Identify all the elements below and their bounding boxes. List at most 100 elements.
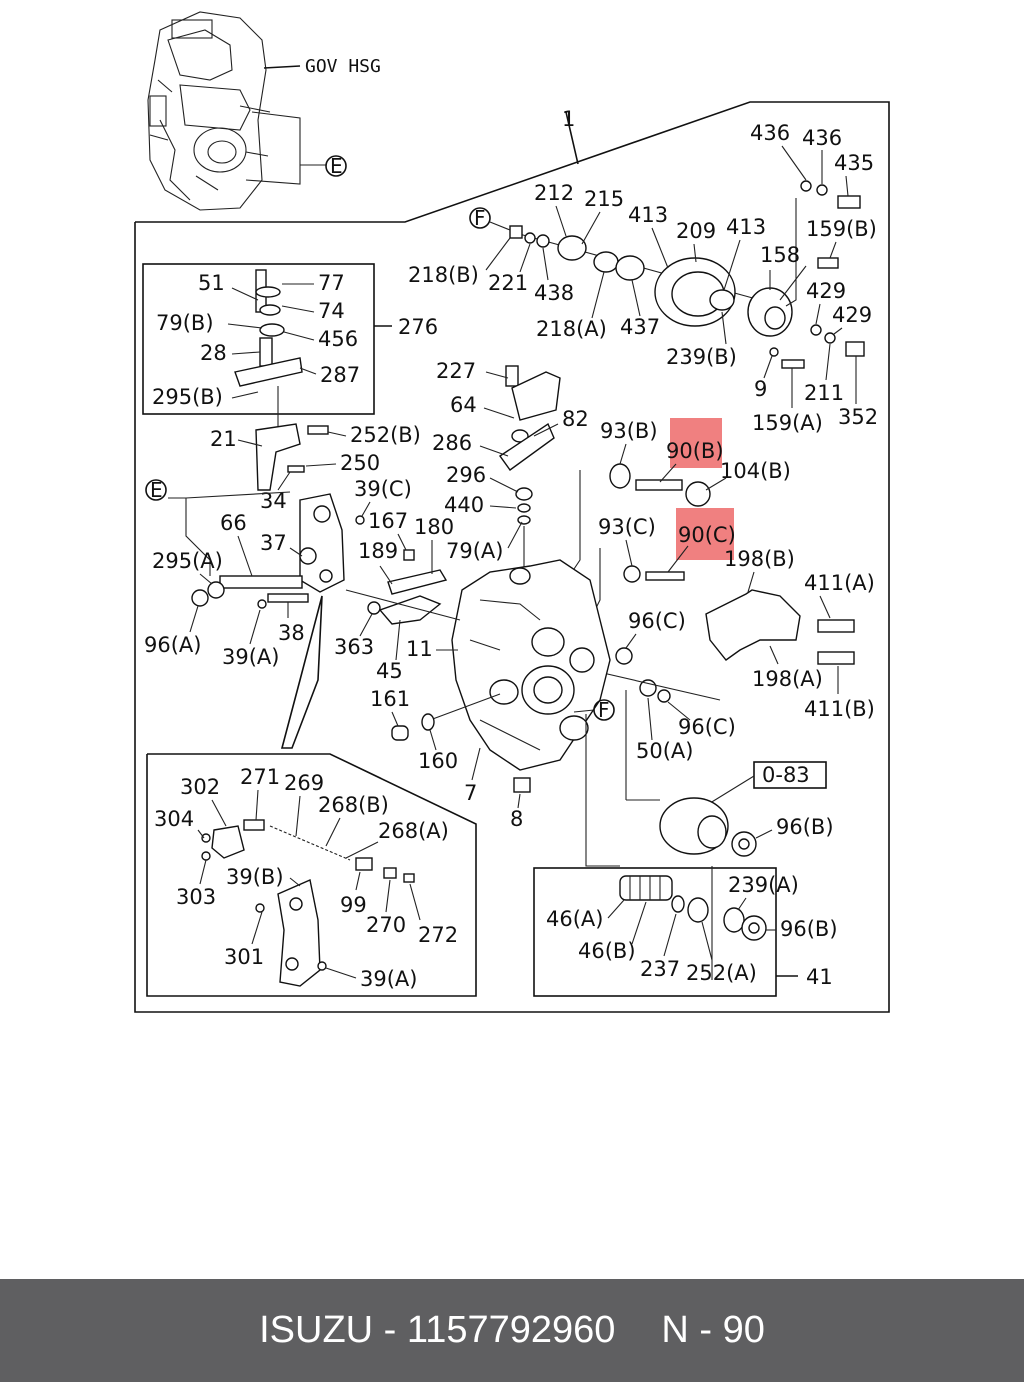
label-437: 437	[620, 315, 660, 339]
label-8: 8	[510, 807, 523, 831]
label-209: 209	[676, 219, 716, 243]
label-413a: 413	[628, 203, 668, 227]
label-212: 212	[534, 181, 574, 205]
label-51: 51	[198, 271, 225, 295]
label-96b1: 96(B)	[776, 815, 834, 839]
label-435: 435	[834, 151, 874, 175]
label-45: 45	[376, 659, 403, 683]
label-302: 302	[180, 775, 220, 799]
label-301: 301	[224, 945, 264, 969]
highlight-90c	[676, 508, 734, 560]
label-429a: 429	[806, 279, 846, 303]
label-215: 215	[584, 187, 624, 211]
label-96b2: 96(B)	[780, 917, 838, 941]
label-90b: 90(B)	[666, 439, 724, 463]
left-linkage: 21 252(B) 250 34 39(C) 167 180 66 37 189…	[144, 423, 461, 749]
label-96c1: 96(C)	[628, 609, 686, 633]
label-438: 438	[534, 281, 574, 305]
label-198a: 198(A)	[752, 667, 823, 691]
label-436a: 436	[750, 121, 790, 145]
label-286: 286	[432, 431, 472, 455]
label-180: 180	[414, 515, 454, 539]
label-50a: 50(A)	[636, 739, 693, 763]
highlight-90b	[670, 418, 722, 468]
label-74: 74	[318, 299, 345, 323]
label-189: 189	[358, 539, 398, 563]
exploded-parts-diagram: GOV HSG E 1 51 77 74 79(B) 456 276 28 28	[134, 11, 890, 1013]
ref-e-left: E	[150, 478, 163, 502]
ref-f-upper: F	[474, 206, 486, 230]
label-79b: 79(B)	[156, 311, 214, 335]
label-363: 363	[334, 635, 374, 659]
label-440: 440	[444, 493, 484, 517]
label-218a: 218(A)	[536, 317, 607, 341]
lever-parts: 227 64 82 286 296 440 79(A)	[432, 359, 589, 570]
label-28: 28	[200, 341, 227, 365]
label-64: 64	[450, 393, 477, 417]
label-46a: 46(A)	[546, 907, 603, 931]
label-268b: 268(B)	[318, 793, 389, 817]
label-211: 211	[804, 381, 844, 405]
label-272: 272	[418, 923, 458, 947]
subassembly-lower-left: 302 271 269 268(B) 304 268(A) 303 39(B) …	[146, 753, 477, 997]
label-41: 41	[806, 965, 833, 989]
footer-page-ref: N - 90	[661, 1309, 765, 1351]
label-39a2: 39(A)	[360, 967, 417, 991]
label-11: 11	[406, 637, 433, 661]
label-269: 269	[284, 771, 324, 795]
damper-parts: 0-83 96(B)	[659, 761, 834, 857]
label-436b: 436	[802, 126, 842, 150]
footer-part-number: ISUZU - 1157792960	[259, 1309, 616, 1351]
subassembly-41: 46(A) 46(B) 237 252(A) 41 239(A) 96(B)	[533, 866, 838, 997]
label-39a1: 39(A)	[222, 645, 279, 669]
right-center-parts: 93(B) 90(B) 104(B) 93(C) 90(C) 198(B) 41…	[559, 418, 875, 763]
pump-thumbnail: GOV HSG E	[147, 11, 381, 211]
label-429b: 429	[832, 303, 872, 327]
label-159b: 159(B)	[806, 217, 877, 241]
label-90c: 90(C)	[678, 523, 736, 547]
label-276: 276	[398, 315, 438, 339]
label-99: 99	[340, 893, 367, 917]
label-252a: 252(A)	[686, 961, 757, 985]
label-198b: 198(B)	[724, 547, 795, 571]
label-161: 161	[370, 687, 410, 711]
label-158: 158	[760, 243, 800, 267]
label-296: 296	[446, 463, 486, 487]
label-303: 303	[176, 885, 216, 909]
ref-f-housing: F	[598, 698, 610, 722]
label-104b: 104(B)	[720, 459, 791, 483]
label-159a: 159(A)	[752, 411, 823, 435]
governor-housing: F 11 161 160 7 8	[370, 559, 660, 867]
label-221: 221	[488, 271, 528, 295]
label-250: 250	[340, 451, 380, 475]
label-237: 237	[640, 957, 680, 981]
label-411b: 411(B)	[804, 697, 875, 721]
label-93b: 93(B)	[600, 419, 658, 443]
label-252b: 252(B)	[350, 423, 421, 447]
label-21: 21	[210, 427, 237, 451]
label-9: 9	[754, 377, 767, 401]
label-239a: 239(A)	[728, 873, 799, 897]
label-77: 77	[318, 271, 345, 295]
label-0-83: 0-83	[762, 763, 810, 787]
label-7: 7	[464, 781, 477, 805]
label-46b: 46(B)	[578, 939, 636, 963]
ref-main-number: 1	[562, 107, 575, 131]
label-66: 66	[220, 511, 247, 535]
label-411a: 411(A)	[804, 571, 875, 595]
label-271: 271	[240, 765, 280, 789]
label-79a: 79(A)	[446, 539, 503, 563]
label-413b: 413	[726, 215, 766, 239]
label-82: 82	[562, 407, 589, 431]
label-295a: 295(A)	[152, 549, 223, 573]
upper-right-parts: F 436 436 435 159(B) 429 429 158 413 413…	[408, 121, 878, 435]
label-304: 304	[154, 807, 194, 831]
label-456: 456	[318, 327, 358, 351]
label-38: 38	[278, 621, 305, 645]
label-39b: 39(B)	[226, 865, 284, 889]
subassembly-276: 51 77 74 79(B) 456 276 28 287 295(B)	[142, 263, 438, 430]
footer-bar: ISUZU - 1157792960 N - 90	[0, 1279, 1024, 1382]
label-295b: 295(B)	[152, 385, 223, 409]
label-96a: 96(A)	[144, 633, 201, 657]
